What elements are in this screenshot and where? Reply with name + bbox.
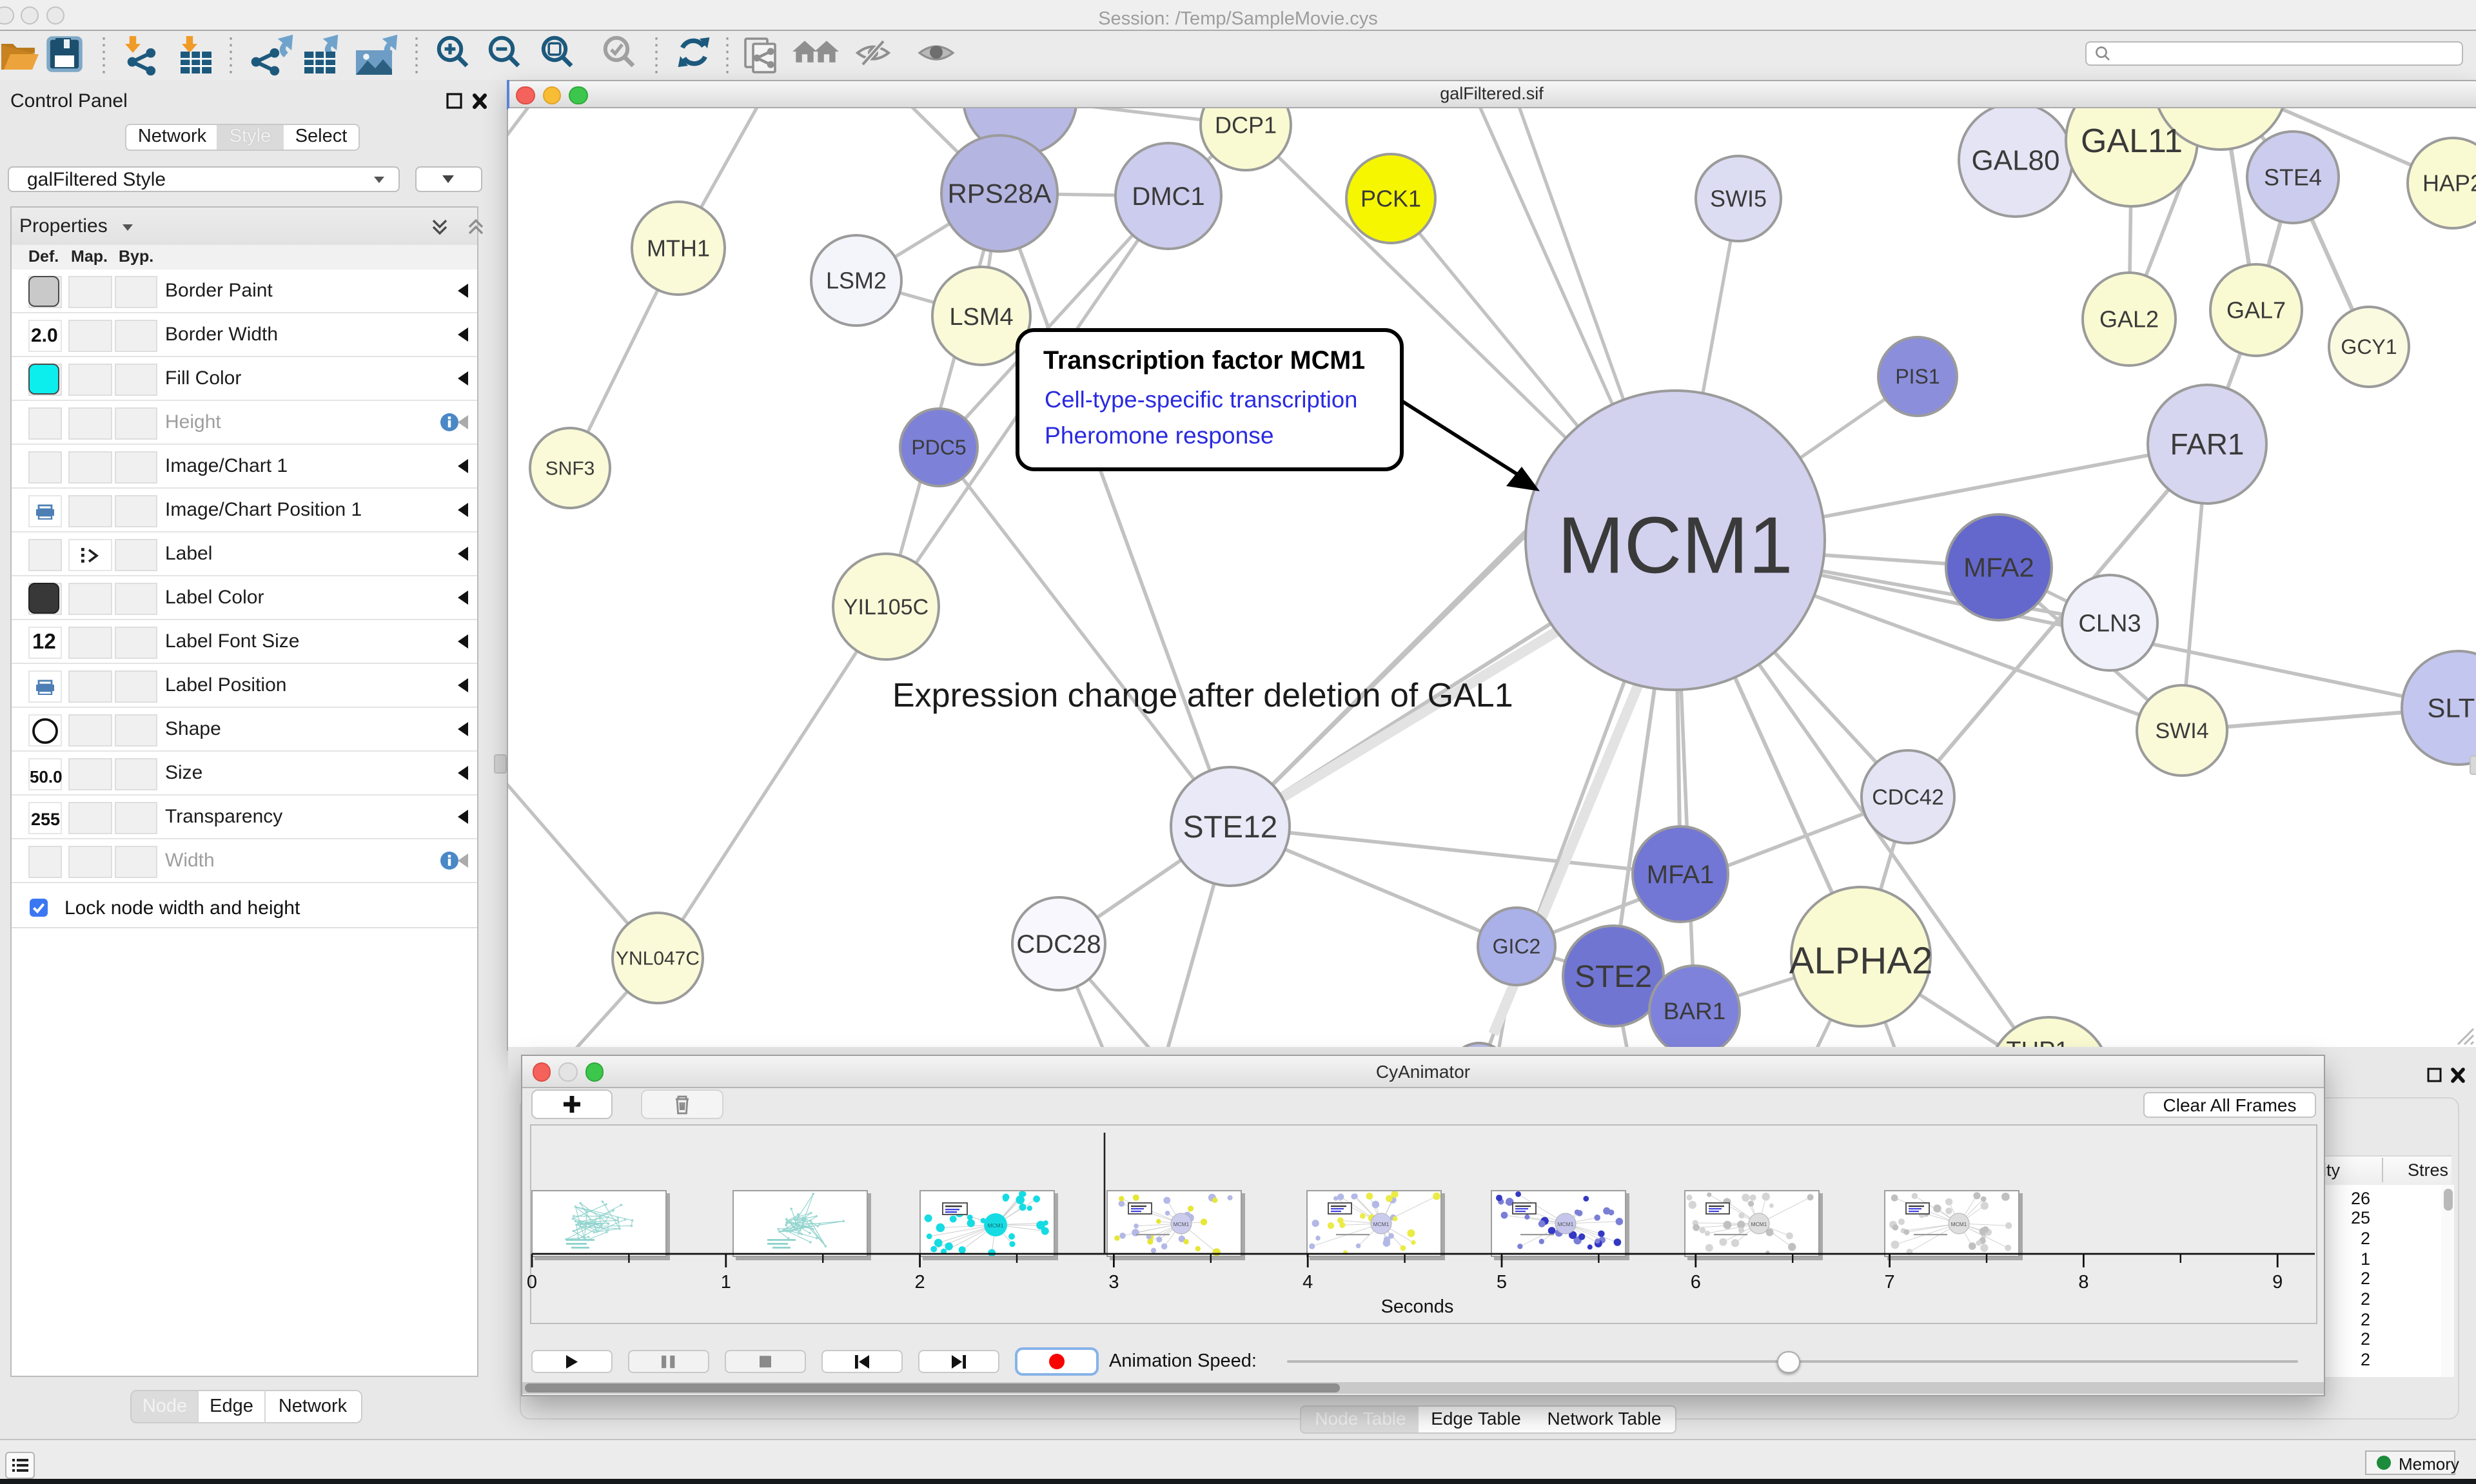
svg-text:GIC2: GIC2 — [1492, 935, 1540, 958]
svg-text:STE12: STE12 — [1183, 810, 1277, 845]
svg-text:5: 5 — [1497, 1272, 1507, 1293]
svg-text:GAL11: GAL11 — [2080, 122, 2182, 160]
svg-text:Cell-type-specific transcripti: Cell-type-specific transcription — [1044, 386, 1357, 413]
svg-text:BAR1: BAR1 — [1663, 998, 1725, 1024]
svg-text:MCM1: MCM1 — [1557, 501, 1792, 590]
svg-text:ALPHA2: ALPHA2 — [1789, 940, 1932, 982]
svg-text:HAP2: HAP2 — [2422, 170, 2475, 197]
svg-text:FAR1: FAR1 — [2169, 427, 2243, 461]
svg-text:Pheromone response: Pheromone response — [1044, 422, 1273, 449]
svg-text:1: 1 — [721, 1272, 731, 1293]
svg-text:CDC28: CDC28 — [1016, 930, 1100, 959]
svg-text:SWI4: SWI4 — [2154, 719, 2208, 743]
svg-text:2: 2 — [915, 1272, 925, 1293]
svg-text:GCY1: GCY1 — [2340, 335, 2396, 358]
svg-text:MCM1: MCM1 — [1558, 1220, 1574, 1227]
svg-text:DMC1: DMC1 — [1131, 182, 1204, 211]
svg-text:GAL2: GAL2 — [2099, 306, 2158, 333]
svg-text:9: 9 — [2272, 1272, 2283, 1293]
svg-text:MCM1: MCM1 — [1173, 1220, 1189, 1227]
svg-text:MCM1: MCM1 — [1751, 1220, 1767, 1227]
svg-text:CLN3: CLN3 — [2078, 610, 2140, 637]
svg-text:RPS28B: RPS28B — [967, 108, 1071, 113]
svg-text:CDC42: CDC42 — [1871, 785, 1943, 810]
svg-text:RPS28A: RPS28A — [947, 179, 1050, 209]
svg-text:GAL7: GAL7 — [2226, 297, 2285, 324]
svg-text:GAL80: GAL80 — [1971, 144, 2059, 176]
svg-text:6: 6 — [1691, 1272, 1701, 1293]
svg-text:4: 4 — [1302, 1272, 1313, 1293]
svg-text:SLT2: SLT2 — [2426, 693, 2475, 723]
svg-text:7: 7 — [1885, 1272, 1895, 1293]
svg-text:MFA1: MFA1 — [1646, 861, 1713, 889]
svg-text:3: 3 — [1108, 1272, 1119, 1293]
svg-text:STE4: STE4 — [2263, 164, 2321, 191]
svg-text:MTH1: MTH1 — [646, 235, 709, 262]
svg-text:DCP1: DCP1 — [1214, 112, 1276, 139]
svg-text:8: 8 — [2078, 1272, 2088, 1293]
svg-text:SNF3: SNF3 — [545, 458, 594, 480]
svg-text:0: 0 — [527, 1272, 537, 1293]
svg-text:MCM1: MCM1 — [987, 1222, 1003, 1228]
svg-text:MCM1: MCM1 — [1951, 1220, 1967, 1227]
svg-text:LSM2: LSM2 — [825, 268, 886, 294]
svg-text:Transcription factor MCM1: Transcription factor MCM1 — [1043, 346, 1364, 375]
svg-text:PDC5: PDC5 — [910, 436, 965, 459]
svg-text:SWI5: SWI5 — [1709, 186, 1766, 212]
svg-text:YNL047C: YNL047C — [615, 948, 699, 970]
svg-text:YIL105C: YIL105C — [843, 595, 928, 620]
svg-text:PIS1: PIS1 — [1894, 365, 1939, 388]
svg-text:LSM4: LSM4 — [948, 304, 1012, 331]
svg-text:MCM1: MCM1 — [1373, 1220, 1389, 1227]
svg-text:STE2: STE2 — [1574, 960, 1651, 994]
svg-text:Expression change after deleti: Expression change after deletion of GAL1 — [892, 677, 1513, 714]
svg-text:MFA2: MFA2 — [1963, 552, 2034, 583]
svg-text:Seconds: Seconds — [1381, 1296, 1454, 1317]
svg-text:PCK1: PCK1 — [1360, 186, 1420, 212]
svg-text:TUP1: TUP1 — [2005, 1037, 2068, 1050]
